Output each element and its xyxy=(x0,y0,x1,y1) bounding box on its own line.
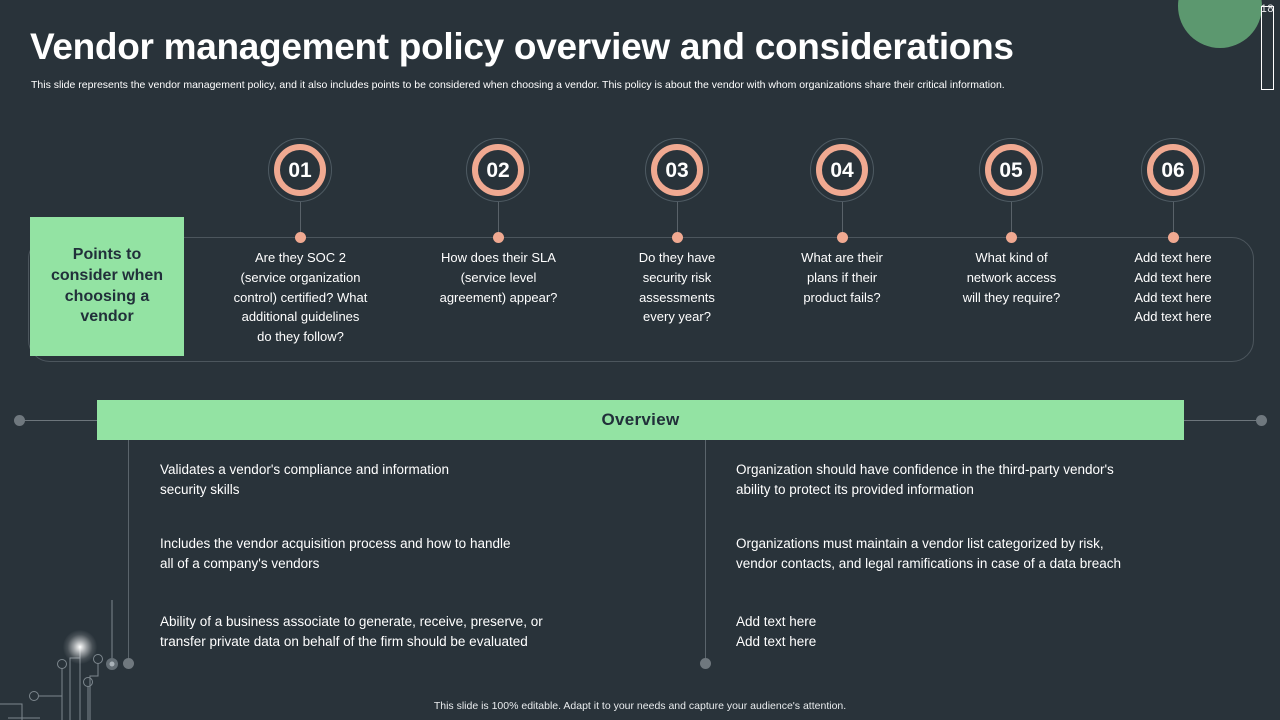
timeline-dot-05 xyxy=(1006,232,1017,243)
overview-right-item-2: Organizations must maintain a vendor lis… xyxy=(736,536,1121,571)
timeline-node-05[interactable]: 05 xyxy=(979,138,1043,202)
timeline-stem-03 xyxy=(677,202,678,237)
overview-left-item-3: Ability of a business associate to gener… xyxy=(160,614,543,649)
overview-right-dot xyxy=(1256,415,1267,426)
timeline-text-06: Add text here Add text here Add text her… xyxy=(1134,250,1212,325)
timeline-text-04: What are their plans if their product fa… xyxy=(801,250,883,305)
circle-outer-ring xyxy=(268,138,332,202)
circle-inner-ring: 06 xyxy=(1147,144,1199,196)
timeline-stem-01 xyxy=(300,202,301,237)
overview-right-item-1: Organization should have confidence in t… xyxy=(736,462,1114,497)
side-label-box: Points to consider when choosing a vendo… xyxy=(30,217,184,356)
overview-left-item-2: Includes the vendor acquisition process … xyxy=(160,536,511,571)
page-title: Vendor management policy overview and co… xyxy=(30,26,1014,67)
footer-note: This slide is 100% editable. Adapt it to… xyxy=(433,700,847,712)
overview-left-dot xyxy=(14,415,25,426)
page-subtitle: This slide represents the vendor managem… xyxy=(31,79,1005,91)
circle-outer-ring xyxy=(645,138,709,202)
timeline-dot-01 xyxy=(295,232,306,243)
overview-label: Overview xyxy=(601,410,680,429)
side-label-text: Points to consider when choosing a vendo… xyxy=(50,245,164,326)
timeline-stem-04 xyxy=(842,202,843,237)
step-number: 02 xyxy=(486,158,510,182)
timeline-node-06[interactable]: 06 xyxy=(1141,138,1205,202)
circle-outer-ring xyxy=(1141,138,1205,202)
overview-right-item-3: Add text here Add text here xyxy=(736,614,817,649)
timeline-text-05: What kind of network access will they re… xyxy=(962,250,1061,305)
step-number: 03 xyxy=(665,158,689,182)
circle-inner-ring: 01 xyxy=(274,144,326,196)
timeline-dot-06 xyxy=(1168,232,1179,243)
step-number: 01 xyxy=(288,158,312,182)
timeline-text-02: How does their SLA (service level agreem… xyxy=(439,250,558,305)
circle-inner-ring: 02 xyxy=(472,144,524,196)
circle-outer-ring xyxy=(466,138,530,202)
circle-inner-ring: 03 xyxy=(651,144,703,196)
timeline-dot-03 xyxy=(672,232,683,243)
timeline-node-03[interactable]: 03 xyxy=(645,138,709,202)
left-column-rail-dot xyxy=(123,658,134,669)
circle-inner-ring: 04 xyxy=(816,144,868,196)
timeline-stem-02 xyxy=(498,202,499,237)
page-number: 18 xyxy=(1260,3,1274,15)
step-number: 05 xyxy=(999,158,1023,182)
timeline-text-01: Are they SOC 2 (service organization con… xyxy=(233,250,368,344)
circle-outer-ring xyxy=(810,138,874,202)
circuit-glow-node xyxy=(63,630,97,664)
right-column-rail xyxy=(705,440,706,663)
timeline-node-02[interactable]: 02 xyxy=(466,138,530,202)
timeline-text-03: Do they have security risk assessments e… xyxy=(638,250,716,325)
right-column-rail-dot xyxy=(700,658,711,669)
step-number: 04 xyxy=(830,158,854,182)
overview-right-rule xyxy=(1184,420,1260,421)
timeline-stem-06 xyxy=(1173,202,1174,237)
step-number: 06 xyxy=(1161,158,1185,182)
overview-left-rule xyxy=(20,420,98,421)
overview-bar: Overview xyxy=(97,400,1184,440)
timeline-node-04[interactable]: 04 xyxy=(810,138,874,202)
timeline-dot-04 xyxy=(837,232,848,243)
overview-left-item-1: Validates a vendor's compliance and info… xyxy=(160,462,449,497)
timeline-dot-02 xyxy=(493,232,504,243)
circle-inner-ring: 05 xyxy=(985,144,1037,196)
corner-rectangle-decoration xyxy=(1261,6,1274,90)
timeline-stem-05 xyxy=(1011,202,1012,237)
corner-circle-decoration xyxy=(1178,0,1262,48)
circle-outer-ring xyxy=(979,138,1043,202)
left-column-rail xyxy=(128,440,129,663)
points-panel xyxy=(28,237,1254,362)
timeline-node-01[interactable]: 01 xyxy=(268,138,332,202)
